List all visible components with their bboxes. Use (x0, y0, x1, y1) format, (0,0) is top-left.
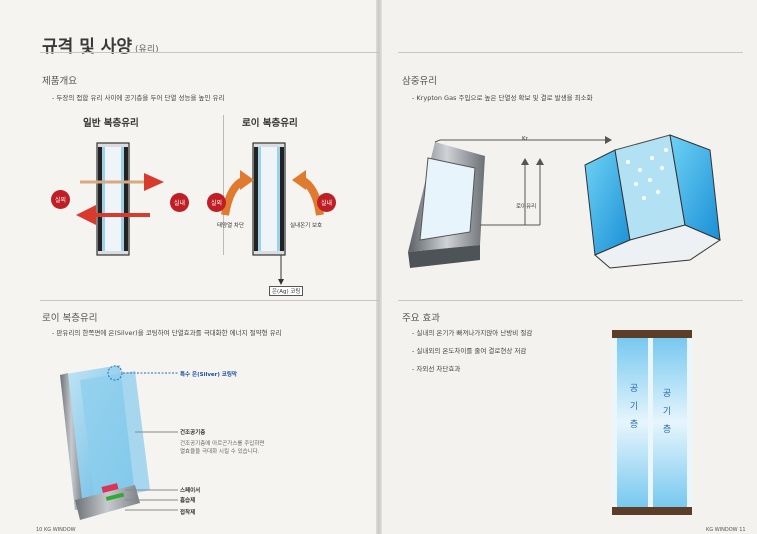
section-heading-lowe: 로이 복층유리 (42, 313, 98, 324)
triple-bullet: - Krypton Gas 주입으로 높은 단열성 확보 및 결로 발생을 최소… (412, 94, 593, 102)
silver-coating-label: 은(Ag) 코팅 (269, 286, 304, 296)
absorber-callout: 흡습제 (180, 498, 196, 504)
inside-badge-lowe: 실내 (317, 193, 336, 212)
section-rule-left (40, 300, 380, 301)
page-title: 규격 및 사양(유리) (42, 37, 159, 57)
spacer-callout: 스페이서 (180, 488, 201, 494)
air-layer-illustration (612, 330, 692, 515)
silver-coating-callout: 특수 은(Silver) 코팅막 (180, 372, 237, 378)
heat-keep-label: 실내온기 보호 (290, 223, 323, 229)
section-heading-triple: 삼중유리 (402, 76, 437, 87)
section-heading-overview: 제품개요 (42, 76, 77, 87)
air-layer-left-text: 공기층 (629, 384, 639, 430)
section-heading-effects: 주요 효과 (402, 313, 440, 324)
lowe-glass-illustration (221, 142, 324, 285)
page-number-left: 10 KG WINDOW (36, 527, 76, 533)
title-rule-right (398, 52, 743, 53)
air-layer-desc1: 건조공기층에 아르곤가스를 주입하면 (180, 441, 265, 447)
overview-bullet: - 두장의 접합 유리 사이에 공기층을 두어 단열 성능을 높인 유리 (52, 94, 225, 102)
lowe-glass-label: 로이유리 (516, 204, 537, 210)
general-glass-title: 일반 복층유리 (83, 118, 139, 129)
right-page (379, 0, 757, 534)
left-page (0, 0, 378, 534)
air-layer-desc2: 열효율을 극대화 시킬 수 있습니다. (180, 449, 260, 455)
effect-bullet-1: - 실내의 온기가 빠져나가지않아 난방비 절감 (412, 329, 533, 337)
book-spine (376, 0, 382, 534)
diagram-divider (223, 115, 224, 255)
sun-block-label: 태양열 차단 (217, 223, 245, 229)
krypton-label: Kr (522, 136, 528, 142)
page-title-sub: (유리) (135, 45, 159, 55)
effect-bullet-3: - 자외선 차단효과 (412, 365, 461, 373)
inside-badge-general: 실내 (170, 193, 189, 212)
lowe-cross-section-illustration (60, 365, 178, 520)
air-layer-right-text: 공기층 (662, 389, 672, 435)
general-glass-illustration (76, 142, 164, 256)
air-layer-callout: 건조공기층 (180, 430, 206, 436)
glass-diagrams (76, 142, 324, 285)
triple-glass-illustration (408, 134, 722, 269)
section-rule-right (398, 300, 743, 301)
lowe-bullet: - 판유리의 한쪽면에 은(Silver)을 코팅하여 단열효과를 극대화한 에… (52, 329, 282, 337)
title-rule (40, 52, 380, 53)
page-number-right: KG WINDOW 11 (706, 527, 746, 533)
outside-badge-general: 실외 (51, 190, 70, 209)
adhesive-callout: 접착제 (180, 510, 196, 516)
lowe-glass-title: 로이 복층유리 (242, 118, 298, 129)
outside-badge-lowe: 실외 (207, 193, 226, 212)
effect-bullet-2: - 실내외의 온도차이를 줄여 결로현상 저감 (412, 347, 527, 355)
